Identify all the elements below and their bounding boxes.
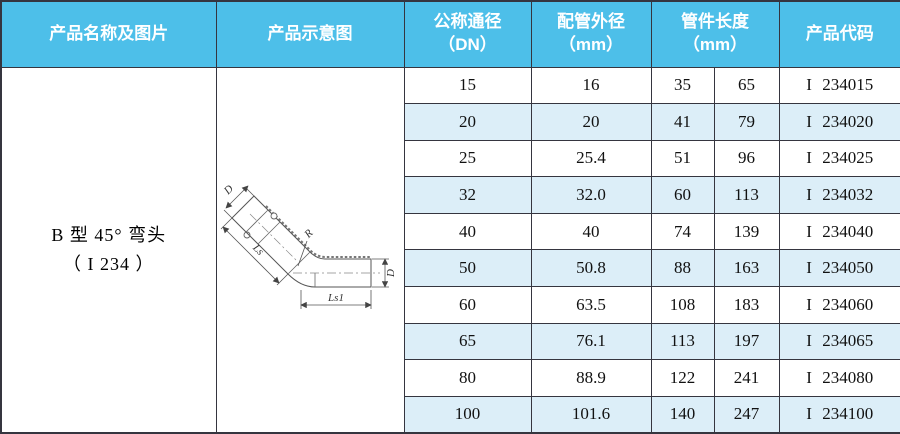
product-name-line2: （ I 234 ） [63,253,155,274]
length1-cell: 122 [650,359,715,397]
dn-cell: 80 [403,359,532,397]
elbow-45-technical-drawing: D Ls R [220,183,397,309]
spec-row: 20 20 41 79 I 234020 [1,103,900,141]
code-cell: I 234032 [778,176,900,214]
header-fitting-length: 管件长度 （mm） [650,0,780,68]
spec-row: B 型 45° 弯头 （ I 234 ） [0,66,900,434]
code-cell: I 234060 [778,286,900,324]
product-diagram-cell: D Ls R [215,66,405,434]
header-nominal-diameter-unit: （DN） [438,35,497,55]
spec-row: 65 76.1 113 197 I 234065 [1,322,900,361]
header-product-name: 产品名称及图片 [0,0,217,68]
header-product-code: 产品代码 [778,0,900,68]
header-pipe-od-label: 配管外径 [557,12,625,32]
code-cell: I 234015 [778,66,900,105]
header-fitting-length-unit: （mm） [682,35,748,55]
header-pipe-od-unit: （mm） [558,35,624,55]
od-cell: 63.5 [530,286,652,324]
dn-cell: 50 [403,249,532,288]
bottom-length-label: Ls1 [327,292,344,304]
dn-cell: 100 [403,395,532,434]
header-pipe-od: 配管外径 （mm） [530,0,652,68]
length1-cell: 35 [650,66,715,105]
length1-cell: 51 [650,139,715,178]
length2-cell: 139 [713,212,780,251]
length2-cell: 96 [713,139,780,178]
diameter-right-label: D [385,269,397,278]
dn-cell: 15 [403,66,532,105]
length1-cell: 74 [650,212,715,251]
od-cell: 32.0 [530,176,652,214]
header-diagram: 产品示意图 [215,0,405,68]
length2-cell: 197 [713,322,780,361]
dn-cell: 65 [403,322,532,361]
dim-slant-length [220,217,288,286]
od-cell: 101.6 [530,395,652,434]
length1-cell: 41 [650,103,715,141]
od-cell: 40 [530,212,652,251]
code-cell: I 234100 [778,395,900,434]
spec-row: 80 88.9 122 241 I 234080 [1,359,900,397]
spec-row: 32 32.0 60 113 I 234032 [1,176,900,214]
dim-diameter-top [223,185,254,219]
header-nominal-diameter-label: 公称通径 [433,12,502,32]
header-row: 产品名称及图片 产品示意图 公称通径 （DN） 配管外径 （mm） 管件长度 （… [0,0,900,68]
code-cell: I 234065 [778,322,900,361]
length2-cell: 183 [713,286,780,324]
dn-cell: 25 [403,139,532,178]
length2-cell: 241 [713,359,780,397]
vent-hole [270,212,277,220]
diameter-top-label: D [221,183,236,198]
length2-cell: 113 [713,176,780,214]
header-diagram-label: 产品示意图 [267,23,353,43]
spec-row: 100 101.6 140 247 I 234100 [1,395,900,434]
code-cell: I 234050 [778,249,900,288]
center-lines [249,213,380,274]
elbow-body-outline [230,195,371,288]
header-product-code-label: 产品代码 [805,23,874,43]
length1-cell: 140 [650,395,715,434]
header-product-name-label: 产品名称及图片 [49,23,169,43]
product-name-cell: B 型 45° 弯头 （ I 234 ） [0,66,217,434]
length1-cell: 108 [650,286,715,324]
length1-cell: 113 [650,322,715,361]
spec-row: 60 63.5 108 183 I 234060 [1,286,900,324]
bend-radius-label: R [301,227,315,241]
spec-row: 40 40 74 139 I 234040 [1,212,900,251]
dn-cell: 60 [403,286,532,324]
header-fitting-length-label: 管件长度 [681,12,749,32]
od-cell: 76.1 [530,322,652,361]
od-cell: 20 [530,103,652,141]
od-cell: 16 [530,66,652,105]
length2-cell: 65 [713,66,780,105]
code-cell: I 234025 [778,139,900,178]
length2-cell: 163 [713,249,780,288]
dn-cell: 20 [403,103,532,141]
length1-cell: 60 [650,176,715,214]
length2-cell: 79 [713,103,780,141]
product-name-line1: B 型 45° 弯头 [51,224,167,245]
od-cell: 25.4 [530,139,652,178]
spec-row: 25 25.4 51 96 I 234025 [1,139,900,178]
dn-cell: 40 [403,212,532,251]
length2-cell: 247 [713,395,780,434]
length1-cell: 88 [650,249,715,288]
code-cell: I 234020 [778,103,900,141]
header-nominal-diameter: 公称通径 （DN） [403,0,532,68]
od-cell: 50.8 [530,249,652,288]
od-cell: 88.9 [530,359,652,397]
dim-bottom-length [299,289,372,309]
code-cell: I 234080 [778,359,900,397]
code-cell: I 234040 [778,212,900,251]
dim-diameter-right [371,258,389,288]
dn-cell: 32 [403,176,532,214]
radius-leader-line [297,240,307,266]
